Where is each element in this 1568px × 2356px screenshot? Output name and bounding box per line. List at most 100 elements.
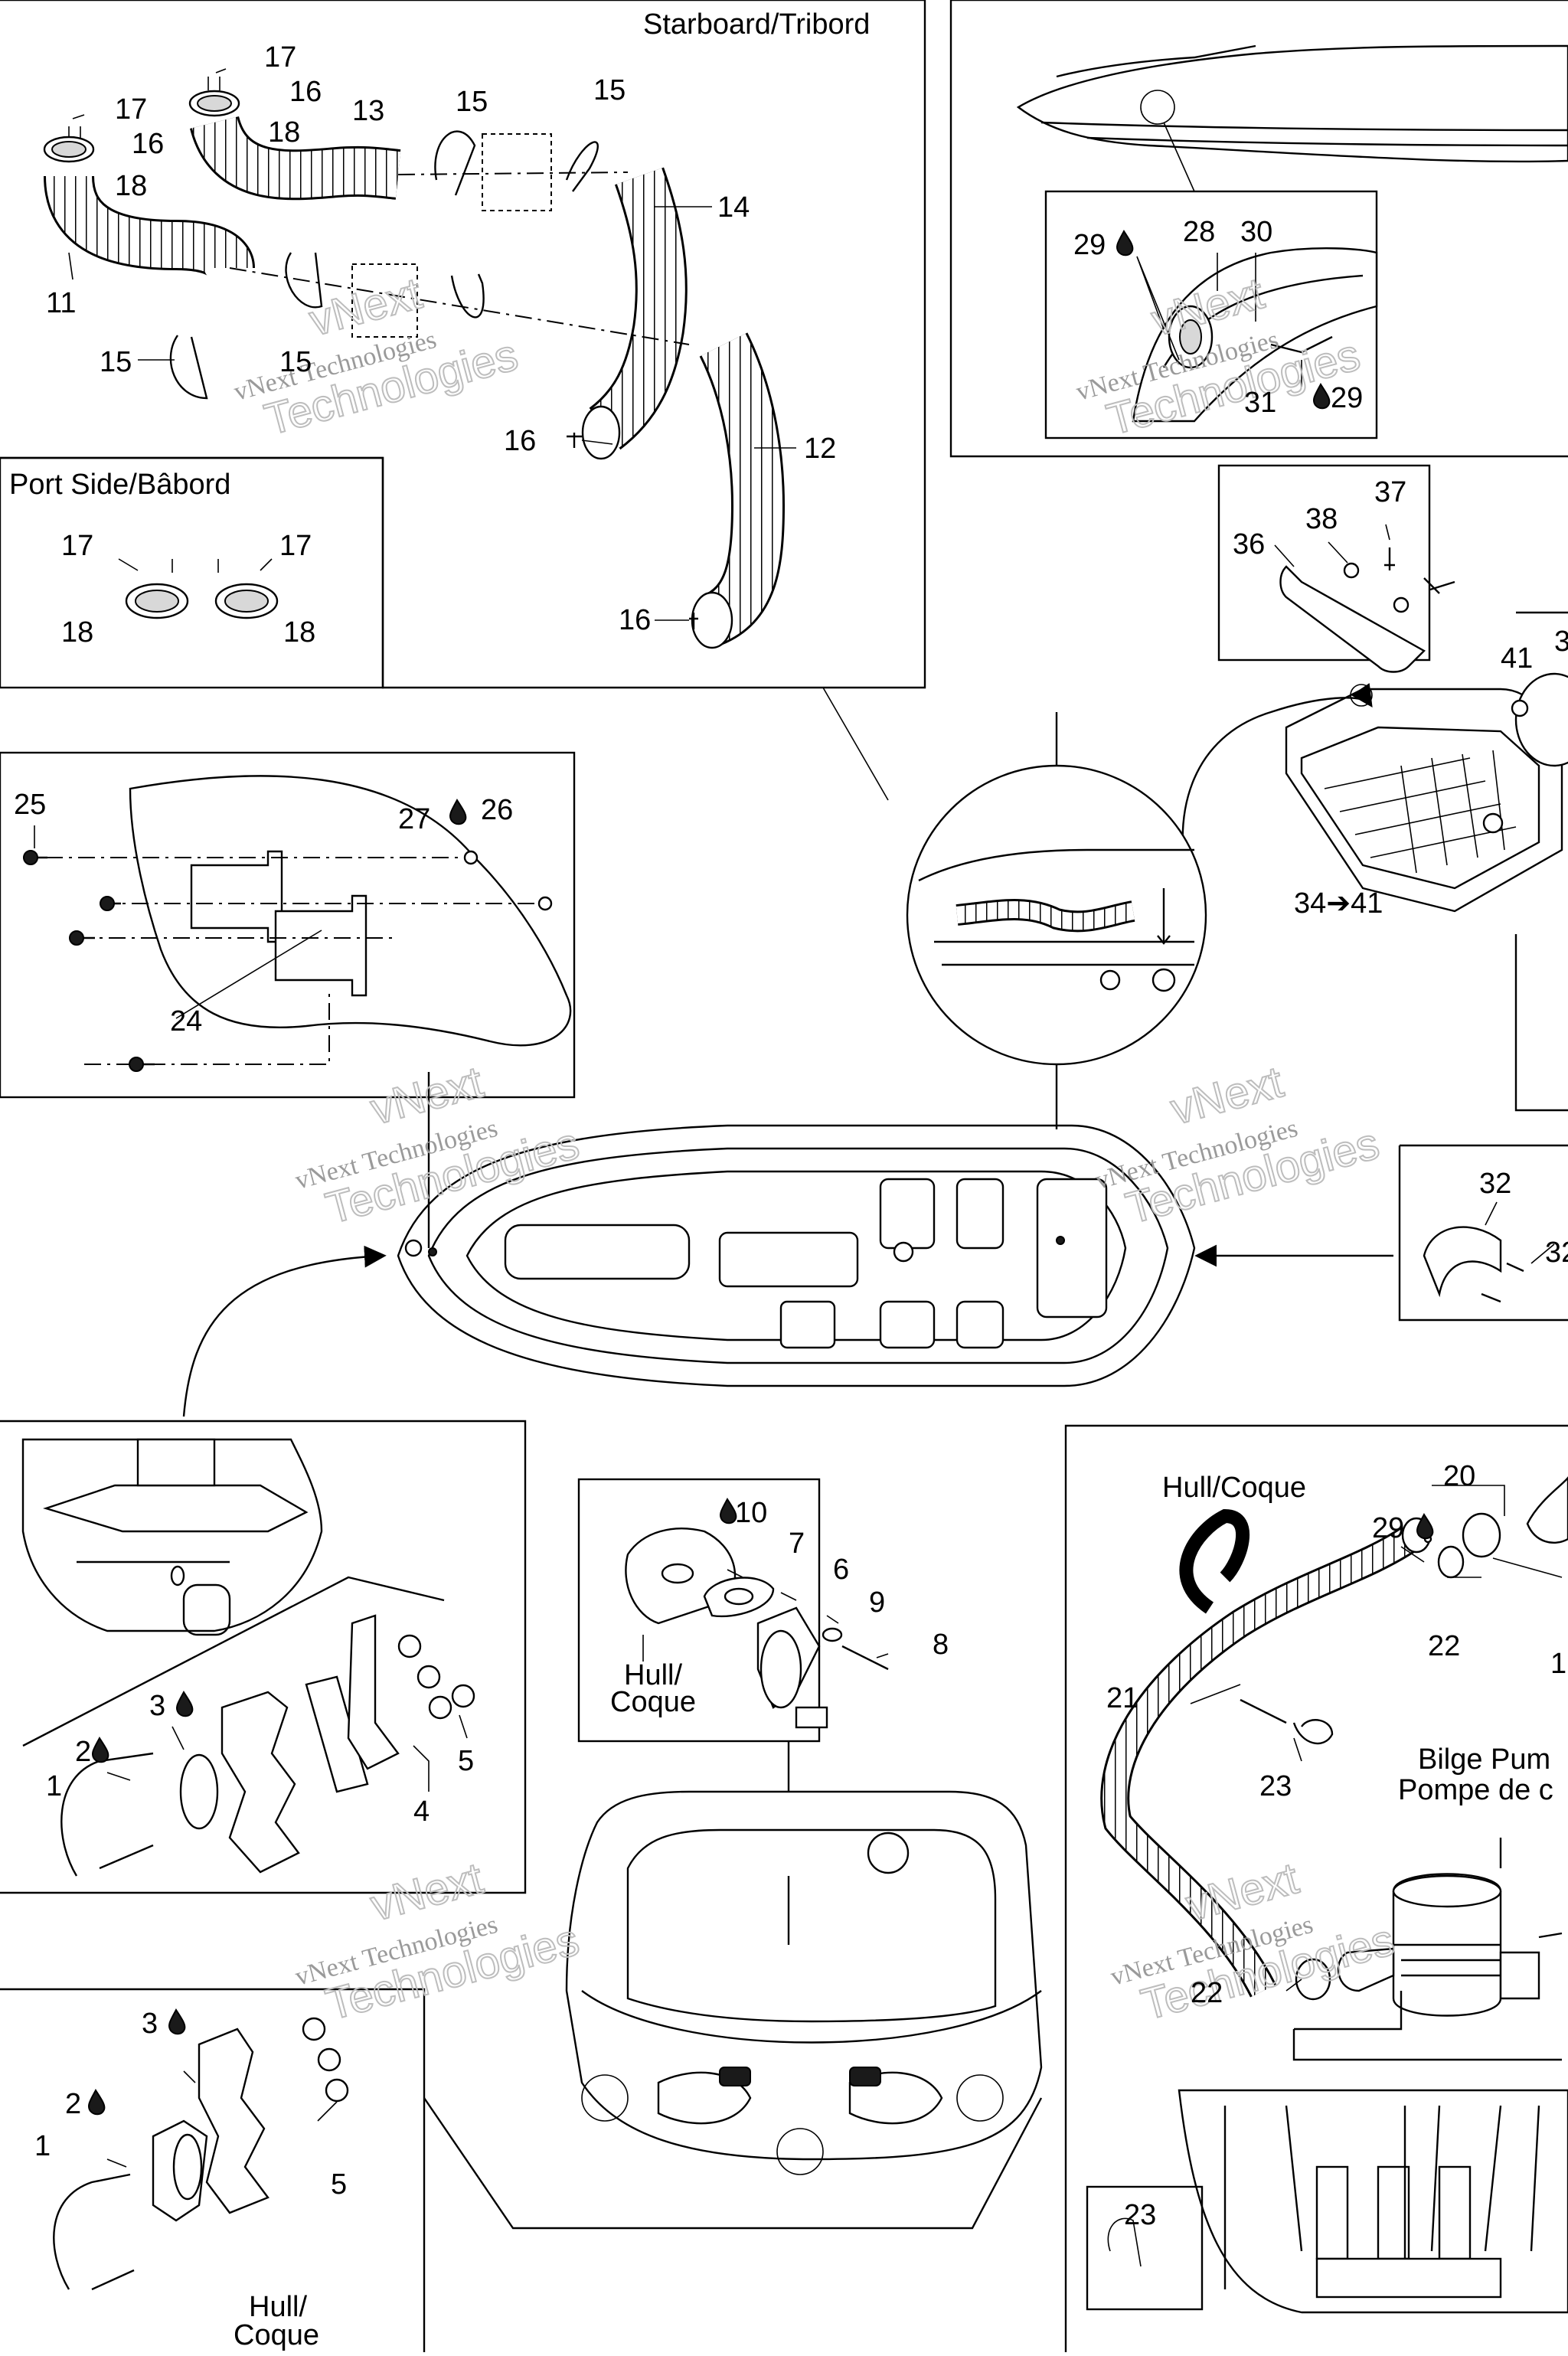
cleat-assembly [1423, 1201, 1555, 1303]
callout-number: 15 [279, 346, 312, 378]
captions: Starboard/Tribord Port Side/Bâbord Hull/… [9, 8, 1553, 2351]
callout-number: 31 [1244, 387, 1276, 419]
lubricant-drop-icons [88, 230, 1434, 2116]
transom-eye-panel [21, 1438, 475, 1877]
callout-number: 32 [1479, 1168, 1511, 1200]
drop-icon [92, 1737, 109, 1763]
caption-hull-coque-pump: Hull/Coque [1162, 1472, 1306, 1504]
callout-number: 7 [789, 1528, 805, 1560]
callout-number: 11 [46, 287, 76, 319]
callout-number: 17 [264, 41, 296, 74]
callout-number: 23 [1259, 1770, 1292, 1802]
callout-number: 21 [1106, 1682, 1138, 1714]
callout-number: 3 [149, 1690, 165, 1722]
callout-number: 2 [75, 1736, 91, 1768]
callout-number: 1 [34, 2130, 51, 2162]
callout-number: 6 [833, 1554, 849, 1586]
callout-number: 38 [1305, 503, 1338, 535]
bottom-eye-panel [53, 2017, 349, 2291]
callout-number: 5 [331, 2168, 347, 2201]
bracket-panel [23, 775, 572, 1072]
callouts-pump: 20 29 22 1 21 23 22 23 [1106, 1460, 1566, 2231]
caption-hull-coque-bottom-1: Hull/ [249, 2291, 307, 2323]
handle-assembly [1274, 524, 1455, 673]
caption-port-side: Port Side/Bâbord [9, 469, 230, 501]
callout-number: 17 [61, 530, 93, 562]
callout-number: 4 [413, 1796, 430, 1828]
callout-number: 17 [279, 530, 312, 562]
callouts-tray: 41 3 34➔41 [1294, 626, 1568, 920]
boat-side-view [1016, 44, 1568, 440]
drain-plug-panel [625, 1528, 889, 1729]
callout-number: 34➔41 [1294, 887, 1383, 920]
callout-number: 5 [458, 1745, 474, 1777]
callout-number: 8 [933, 1629, 949, 1661]
starboard-duct-assembly [43, 68, 796, 649]
drop-icon [1416, 1513, 1434, 1540]
callout-number: 16 [289, 76, 322, 108]
drop-icon [720, 1498, 737, 1524]
caption-bilge-pump-2: Pompe de c [1398, 1774, 1553, 1806]
callout-number: 29 [1331, 382, 1363, 414]
callout-number: 23 [1124, 2199, 1156, 2231]
callout-number: 15 [456, 86, 488, 118]
port-side-grilles [118, 558, 279, 619]
callout-number: 18 [61, 616, 93, 649]
callout-number: 16 [504, 425, 536, 457]
callout-number: 37 [1374, 476, 1406, 508]
callout-number: 36 [1233, 528, 1265, 560]
callout-number: 30 [1240, 216, 1272, 248]
drop-icon [168, 2008, 186, 2035]
boat-top-view [182, 687, 1393, 1417]
callout-number: 14 [717, 191, 750, 224]
callout-number: 32 [1545, 1237, 1568, 1269]
callouts-port: 17 17 18 18 [61, 530, 315, 649]
callout-number: 26 [481, 794, 513, 826]
storage-tray [1181, 672, 1568, 913]
callouts-cleat: 32 32 [1479, 1168, 1568, 1269]
callout-number: 41 [1501, 642, 1533, 675]
drop-icon [1116, 230, 1134, 257]
callout-number: 18 [115, 170, 147, 202]
drop-icon [1313, 383, 1331, 410]
callout-number: 22 [1428, 1630, 1460, 1662]
caption-hull-coque-drain-1: Hull/ [624, 1659, 682, 1691]
callout-number: 10 [735, 1497, 767, 1529]
callouts-handle: 37 38 36 [1233, 476, 1406, 560]
callout-number: 15 [593, 74, 626, 106]
callout-number: 12 [804, 433, 836, 465]
caption-hull-coque-bottom-2: Coque [234, 2319, 319, 2351]
drop-icon [88, 2089, 106, 2116]
callout-number: 15 [100, 346, 132, 378]
drop-icon [449, 799, 467, 825]
callouts-starboard: 17 16 18 17 16 18 13 15 15 14 11 15 15 1… [46, 41, 836, 636]
callout-number: 27 [398, 803, 430, 835]
callout-number: 1 [1550, 1648, 1566, 1680]
callout-number: 16 [619, 604, 651, 636]
callout-number: 28 [1183, 216, 1215, 248]
callouts-transom-eye: 3 2 1 5 4 [46, 1690, 474, 1828]
callout-number: 20 [1443, 1460, 1475, 1492]
callout-number: 13 [352, 95, 384, 127]
caption-hull-coque-drain-2: Coque [610, 1686, 696, 1718]
callouts-drain: 10 7 6 9 8 [735, 1497, 949, 1661]
callout-number: 18 [268, 116, 300, 149]
bilge-pump-panel [1086, 1476, 1568, 2314]
callout-number: 22 [1191, 1977, 1223, 2009]
callout-number: 9 [869, 1586, 885, 1619]
callouts-bracket: 25 27 26 24 [14, 789, 513, 1037]
drop-icon [176, 1691, 194, 1717]
callout-number: 17 [115, 93, 147, 126]
callouts-engine: 29 28 30 31 29 [1073, 216, 1363, 419]
caption-bilge-pump-1: Bilge Pum [1418, 1743, 1550, 1776]
stern-view [423, 1742, 1043, 2230]
callout-number: 1 [46, 1770, 62, 1802]
callouts-bottom-eye: 3 2 1 5 [34, 2008, 347, 2201]
callout-number: 2 [65, 2088, 81, 2120]
callout-number: 3 [142, 2008, 158, 2040]
callout-number: 29 [1073, 229, 1106, 261]
callout-number: 3 [1554, 626, 1568, 658]
callout-number: 16 [132, 128, 164, 160]
